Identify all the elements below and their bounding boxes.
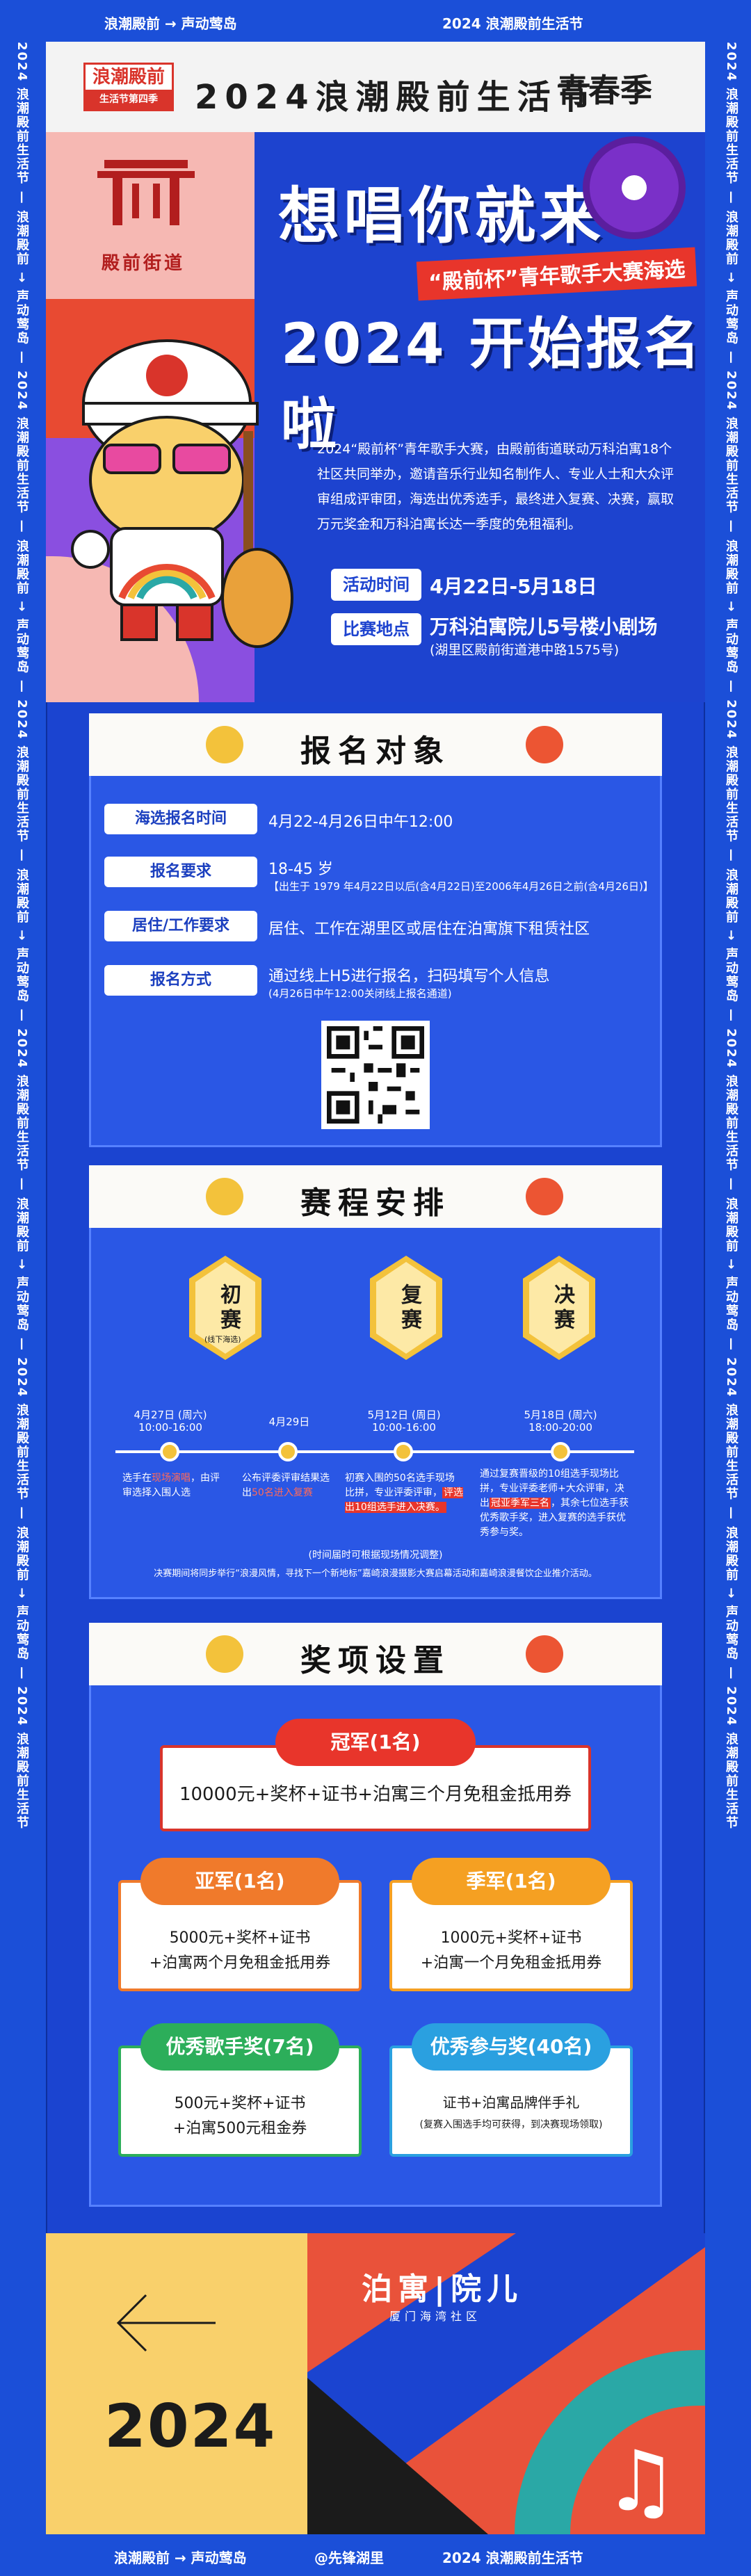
signup-note-method: (4月26日中午12:00关闭线上报名通道): [268, 987, 452, 1000]
strip-left-text: 浪潮殿前 → 声动莺岛: [114, 2550, 247, 2566]
stage-desc-3: 初赛入围的50名选手现场比拼，专业评委评审，评选出10组选手进入决赛。: [345, 1473, 463, 1513]
bottom-strip: 浪潮殿前 → 声动莺岛 @先锋湖里 2024 浪潮殿前生活节: [0, 2534, 751, 2576]
top-strip: 浪潮殿前 → 声动莺岛 2024 浪潮殿前生活节: [0, 0, 751, 42]
strip-right-text: 2024 浪潮殿前生活节: [442, 15, 583, 32]
stage-badge-final-inner: [529, 1262, 589, 1354]
prizes-card-head: [89, 1623, 662, 1685]
date-2: 4月29日: [268, 1416, 310, 1428]
place-address: (湖里区殿前街道港中路1575号): [430, 642, 620, 658]
second-tag: 亚军(1名): [140, 1858, 339, 1905]
strip-left-text: 浪潮殿前 → 声动莺岛: [104, 15, 237, 32]
head-dot-left: [206, 1635, 243, 1673]
hero-title-main: 想唱你就来: [278, 180, 606, 252]
place-value: 万科泊寓院儿5号楼小剧场: [430, 615, 658, 638]
signup-value-residence: 居住、工作在湖里区或居住在泊寓旗下租赁社区: [268, 921, 590, 938]
qr-code-icon[interactable]: [321, 1021, 430, 1129]
third-line2: +泊寓一个月免租金抵用券: [420, 1954, 602, 1972]
stage-final-label: 决赛: [550, 1283, 574, 1334]
music-note-icon: ♫: [604, 2433, 679, 2530]
stage-badge-prelim-inner: [195, 1262, 255, 1354]
prizes-title: 奖项设置: [300, 1643, 451, 1678]
stage-desc-4: 通过复赛晋级的10组选手现场比拼，专业评委老师+大众评审，决出冠亚季军三名，其余…: [480, 1468, 629, 1538]
third-tag: 季军(1名): [412, 1858, 611, 1905]
signup-label-residence: 居住/工作要求: [104, 911, 257, 941]
signup-value-age: 18-45 岁: [268, 861, 333, 878]
timeline-dot: [394, 1442, 413, 1461]
excellent-tag: 优秀歌手奖(7名): [140, 2023, 339, 2071]
left-rail: 2024 浪潮殿前生活节 — 浪潮殿前 → 声动莺岛 — 2024 浪潮殿前生活…: [0, 42, 42, 2534]
mascot-illustration: [71, 339, 293, 648]
timeline-dot: [551, 1442, 570, 1461]
schedule-footnote-1: (时间届时可根据现场情况调整): [308, 1550, 443, 1561]
schedule-timeline: [115, 1450, 634, 1453]
strip-right-text: 2024 浪潮殿前生活节: [442, 2550, 583, 2566]
festival-logo: 浪潮殿前 生活节第四季: [83, 63, 174, 111]
footer-year: 2024: [104, 2392, 277, 2461]
signup-label-method: 报名方式: [104, 965, 257, 996]
excellent-line2: +泊寓500元租金券: [172, 2120, 307, 2137]
head-dot-right: [526, 726, 563, 763]
stage-badge-semi-inner: [376, 1262, 436, 1354]
signup-value-method: 通过线上H5进行报名，扫码填写个人信息: [268, 968, 550, 985]
time-3: 10:00-16:00: [372, 1421, 436, 1434]
time-value: 4月22日-5月18日: [430, 575, 597, 598]
footer-brand-sub: 厦门海湾社区: [389, 2310, 482, 2323]
stage-desc-2: 公布评委评审结果选出50名进入复赛: [242, 1473, 330, 1498]
time-label: 活动时间: [331, 569, 421, 601]
head-dot-right: [526, 1635, 563, 1673]
head-dot-left: [206, 726, 243, 763]
excellent-line1: 500元+奖杯+证书: [174, 2095, 306, 2112]
date-4: 5月18日 (周六): [524, 1409, 597, 1421]
arrow-left-icon: [116, 2294, 216, 2352]
place-label: 比赛地点: [331, 613, 421, 645]
schedule-card: [89, 1165, 662, 1599]
schedule-title: 赛程安排: [300, 1185, 451, 1221]
time-4: 18:00-20:00: [528, 1421, 592, 1434]
hero-title-secondary: 2024 开始报名啦: [281, 311, 703, 457]
stage-desc-1: 选手在现场演唱，由评审选择入围人选: [122, 1473, 220, 1498]
signup-card-head: [89, 713, 662, 776]
header-title: 2024浪潮殿前生活节: [195, 78, 598, 117]
signup-label-time: 海选报名时间: [104, 804, 257, 834]
second-line2: +泊寓两个月免租金抵用券: [149, 1954, 331, 1972]
youth-badge: 青春季: [556, 72, 652, 109]
schedule-card-head: [89, 1165, 662, 1228]
timeline-dot: [278, 1442, 298, 1461]
timeline-dot: [160, 1442, 179, 1461]
date-1: 4月27日 (周六): [134, 1409, 207, 1421]
second-line1: 5000元+奖杯+证书: [169, 1929, 311, 1947]
stage-semi-label: 复赛: [397, 1283, 421, 1334]
head-dot-left: [206, 1178, 243, 1215]
date-3: 5月12日 (周日): [367, 1409, 441, 1421]
stage-prelim-note: (线下海选): [204, 1335, 241, 1344]
champion-tag: 冠军(1名): [275, 1719, 476, 1766]
footer-brand: 泊寓|院儿: [362, 2271, 524, 2307]
right-rail-text: 2024 浪潮殿前生活节 — 浪潮殿前 → 声动莺岛 — 2024 浪潮殿前生活…: [724, 42, 738, 1830]
participant-line1: 证书+泊寓品牌伴手礼: [442, 2094, 580, 2111]
gate-label: 殿前街道: [102, 253, 186, 274]
third-line1: 1000元+奖杯+证书: [440, 1929, 582, 1947]
signup-note-age: 【出生于 1979 年4月22日以后(含4月22日)至2006年4月26日之前(…: [268, 880, 654, 893]
header-bar: 浪潮殿前 生活节第四季 2024浪潮殿前生活节 青春季: [46, 42, 705, 132]
right-rail: 2024 浪潮殿前生活节 — 浪潮殿前 → 声动莺岛 — 2024 浪潮殿前生活…: [709, 42, 751, 2534]
signup-value-time: 4月22-4月26日中午12:00: [268, 813, 453, 831]
head-dot-right: [526, 1178, 563, 1215]
logo-line2: 生活节第四季: [86, 90, 172, 109]
participant-line2: (复赛入围选手均可获得，到决赛现场领取): [419, 2119, 603, 2130]
participant-tag: 优秀参与奖(40名): [412, 2023, 611, 2071]
schedule-footnote-2: 决赛期间将同步举行“浪漫风情，寻找下一个新地标”嘉崎浪漫摄影大赛启幕活动和嘉崎浪…: [154, 1569, 597, 1579]
left-rail-text: 2024 浪潮殿前生活节 — 浪潮殿前 → 声动莺岛 — 2024 浪潮殿前生活…: [15, 42, 29, 1830]
vinyl-center: [622, 175, 647, 200]
footer-diagonal: [307, 2233, 705, 2534]
stage-prelim-label: 初赛: [216, 1283, 241, 1334]
hero-intro: 2024“殿前杯”青年歌手大赛，由殿前街道联动万科泊寓18个社区共同举办，邀请音…: [317, 442, 675, 532]
gate-logo-icon: [97, 160, 195, 225]
signup-label-age: 报名要求: [104, 857, 257, 887]
watermark-text: @先锋湖里: [314, 2550, 384, 2566]
signup-title: 报名对象: [300, 734, 451, 769]
time-1: 10:00-16:00: [138, 1421, 202, 1434]
logo-line1: 浪潮殿前: [92, 67, 165, 88]
footer-block-yellow: [46, 2233, 307, 2534]
